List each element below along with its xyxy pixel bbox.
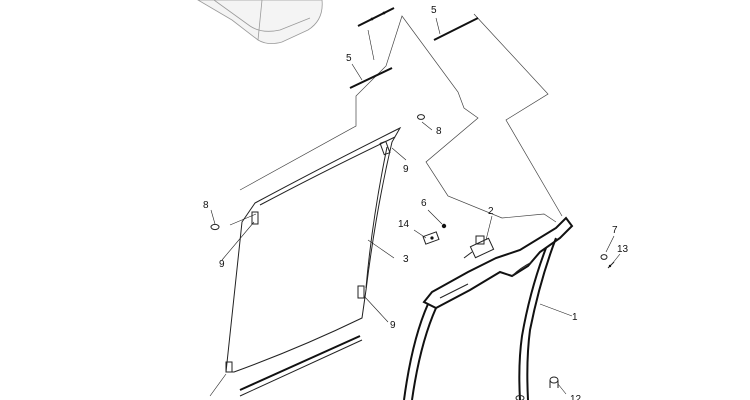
cab-frame-outline: [239, 13, 563, 223]
seal-strip-middle: [349, 67, 393, 89]
door-glass-panel: [225, 126, 402, 373]
callout-6: 6: [421, 198, 427, 209]
callout-14: 14: [398, 219, 410, 230]
glass-clip-lower: [357, 285, 365, 299]
glass-clip-left: [251, 211, 259, 225]
screw: [441, 223, 447, 229]
callout-9-top: 9: [403, 164, 409, 175]
lower-hinge-pin: [515, 395, 525, 400]
callout-5-upper: 5: [431, 5, 437, 16]
latch-catch: [422, 231, 440, 245]
bushing: [549, 376, 559, 388]
callout-12: 12: [570, 394, 582, 400]
glass-clip-bottom: [225, 361, 233, 373]
callout-8-left: 8: [203, 200, 209, 211]
door-frame: [403, 216, 574, 400]
seal-strip-bottom: [239, 335, 363, 397]
bumper-top: [417, 114, 425, 120]
callout-3: 3: [403, 254, 409, 265]
callout-1: 1: [572, 312, 578, 323]
seal-strip-upper: [357, 7, 395, 27]
callout-5-middle: 5: [346, 53, 352, 64]
cab-roof-outline: [197, 0, 323, 44]
callout-2: 2: [488, 206, 494, 217]
callout-9-lower: 9: [390, 320, 396, 331]
bumper-left: [210, 223, 220, 231]
seal-strip-right: [433, 17, 479, 41]
bolt: [600, 254, 608, 260]
callout-7: 7: [612, 225, 618, 236]
callout-8-top: 8: [436, 126, 442, 137]
glass-clip-top: [379, 140, 391, 156]
callout-13: 13: [617, 244, 629, 255]
callout-9-left: 9: [219, 259, 225, 270]
latch-assembly: [463, 235, 495, 259]
leader-lines: [209, 17, 621, 397]
